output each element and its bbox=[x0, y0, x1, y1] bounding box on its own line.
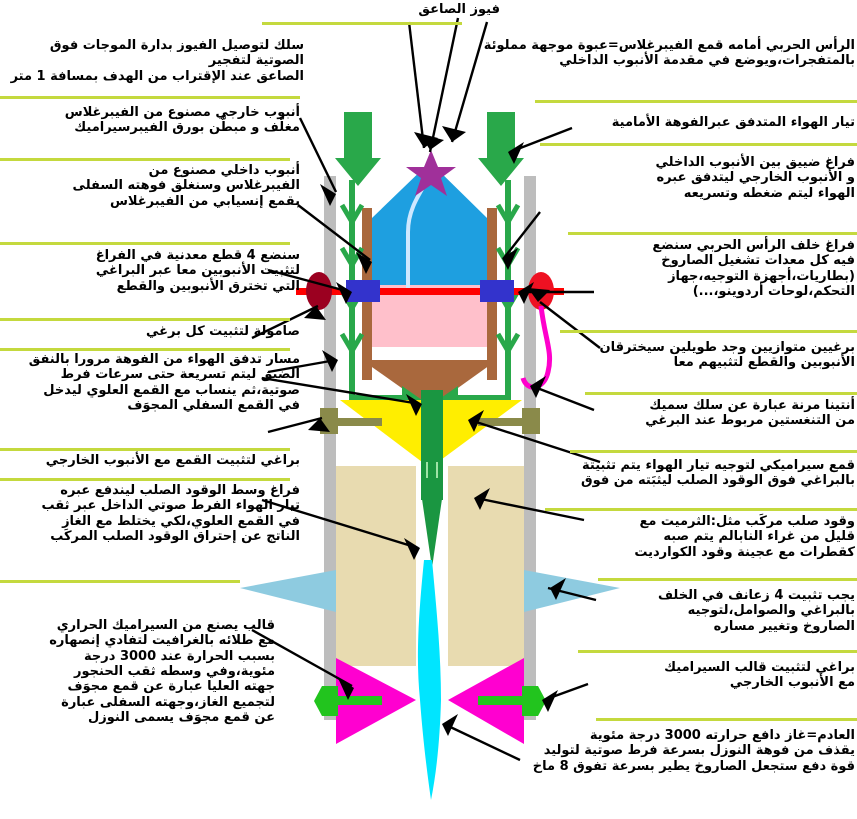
rule-right-3 bbox=[560, 330, 857, 333]
annotation-ceramic-cone: قمع سيراميكي لتوجيه تيار الهواء يتم تثبي… bbox=[580, 458, 855, 489]
long-screw-rod bbox=[296, 288, 564, 295]
screw-head-left bbox=[306, 272, 332, 310]
annotation-equipment-bay: فراغ خلف الرأس الحربي سنضع فيه كل معدات … bbox=[652, 238, 855, 299]
rule-right-0 bbox=[535, 100, 857, 103]
fin-left bbox=[240, 570, 336, 612]
annotation-narrow-gap: فراغ ضييق بين الأنبوب الداخلي و الأنبوب … bbox=[655, 155, 856, 201]
central-air-pipe bbox=[421, 390, 443, 500]
annotation-air-path: مسار تدفق الهواء من الفوهة مرورا بالنفق … bbox=[28, 352, 300, 413]
rule-right-9 bbox=[596, 718, 857, 721]
rule-fuse-top bbox=[262, 22, 462, 25]
equipment-bay-pink bbox=[372, 285, 487, 347]
inner-tube-bottom-funnel bbox=[362, 360, 497, 408]
rule-right-4 bbox=[585, 392, 857, 395]
rule-left-0 bbox=[0, 96, 300, 99]
rule-right-1 bbox=[540, 143, 857, 146]
detonator-star bbox=[406, 150, 456, 196]
annotation-ceramic-mold: قالب يصنع من السيراميك الحراري مع طلائه … bbox=[49, 618, 275, 725]
rule-right-7 bbox=[598, 578, 857, 581]
mold-fixing-screw-left bbox=[314, 686, 382, 716]
outer-tube-left-wall bbox=[324, 176, 336, 720]
screw-nut-left-inner bbox=[346, 280, 380, 302]
antenna-wire bbox=[520, 305, 553, 390]
air-pipe-slots bbox=[426, 462, 438, 478]
outer-tube-right-wall bbox=[524, 176, 536, 720]
annotation-metal-pieces: سنضع 4 قطع معدنية في الفراغ لتثبيت الأنب… bbox=[95, 248, 300, 294]
rule-right-5 bbox=[570, 450, 857, 453]
annotation-fuse-top: فيوز الصاعق bbox=[418, 2, 500, 17]
air-inlet-arrow-left bbox=[335, 112, 381, 186]
central-air-pipe-tip bbox=[421, 492, 443, 568]
annotation-fins: يجب تثبيت 4 زعانف في الخلف بالبراغي والص… bbox=[657, 588, 855, 634]
rule-left-1 bbox=[0, 158, 290, 161]
mold-fixing-screw-right bbox=[478, 686, 546, 716]
rule-left-5 bbox=[0, 448, 290, 451]
rule-right-8 bbox=[578, 650, 857, 653]
rule-left-6 bbox=[0, 478, 290, 481]
rule-right-6 bbox=[545, 508, 857, 511]
rule-left-4 bbox=[0, 348, 290, 351]
flow-turn-right bbox=[454, 388, 511, 401]
annotation-solid-fuel: وقود صلب مركَب مثل:الثرميت مع قليل من غر… bbox=[634, 514, 855, 560]
annotation-antenna: أنتينا مرنة عبارة عن سلك سميك من التنغست… bbox=[645, 398, 855, 429]
annotation-fuse-wire: سلك لتوصيل الفيوز بدارة الموجات فوق الصو… bbox=[10, 38, 304, 84]
annotation-long-screws: برغيين متوازيين وجد طويلين سيخترقان الأن… bbox=[599, 340, 856, 371]
exhaust-jet bbox=[417, 560, 441, 800]
screw-nut-right-inner bbox=[480, 280, 514, 302]
annotation-exhaust: العادم=غاز دافع حرارته 3000 درجة مئوية ي… bbox=[532, 728, 855, 774]
rule-left-3 bbox=[0, 318, 290, 321]
solid-fuel-left bbox=[336, 466, 416, 666]
annotation-outer-tube: أنبوب خارجي مصنوع من الفيبرغلاس مغلَّف و… bbox=[64, 105, 300, 136]
annotation-air-inlet: تيار الهواء المتدفق عبرالفوهة الأمامية bbox=[611, 115, 855, 130]
fin-right bbox=[524, 570, 620, 612]
annotation-cone-screws: براغي لتثبيت القمع مع الأنبوب الخارجي bbox=[45, 453, 300, 468]
annotation-nut-each-screw: صامولة لتثبيت كل برغي bbox=[145, 324, 300, 339]
annotation-mold-screws: براغي لتثبيت قالب السيراميك مع الأنبوب ا… bbox=[664, 660, 855, 691]
rule-left-2 bbox=[0, 242, 290, 245]
cone-fixing-screw-right bbox=[478, 408, 540, 434]
air-inlet-arrow-right bbox=[478, 112, 524, 186]
warhead-blue-charge bbox=[372, 162, 487, 285]
annotation-fuel-void: فراغ وسط الوقود الصلب ليندفع عبره تيار ا… bbox=[41, 483, 300, 544]
annotation-warhead: الرأس الحربي أمامه قمع الفيبرغلاس=عبوة م… bbox=[483, 38, 855, 69]
leader-arrowheads bbox=[304, 126, 566, 736]
rule-left-7 bbox=[0, 580, 240, 583]
rule-right-2 bbox=[568, 232, 857, 235]
annotation-inner-tube: أنبوب داخلي مصنوع من الفيبرغلاس وسنغلق ف… bbox=[72, 163, 300, 209]
